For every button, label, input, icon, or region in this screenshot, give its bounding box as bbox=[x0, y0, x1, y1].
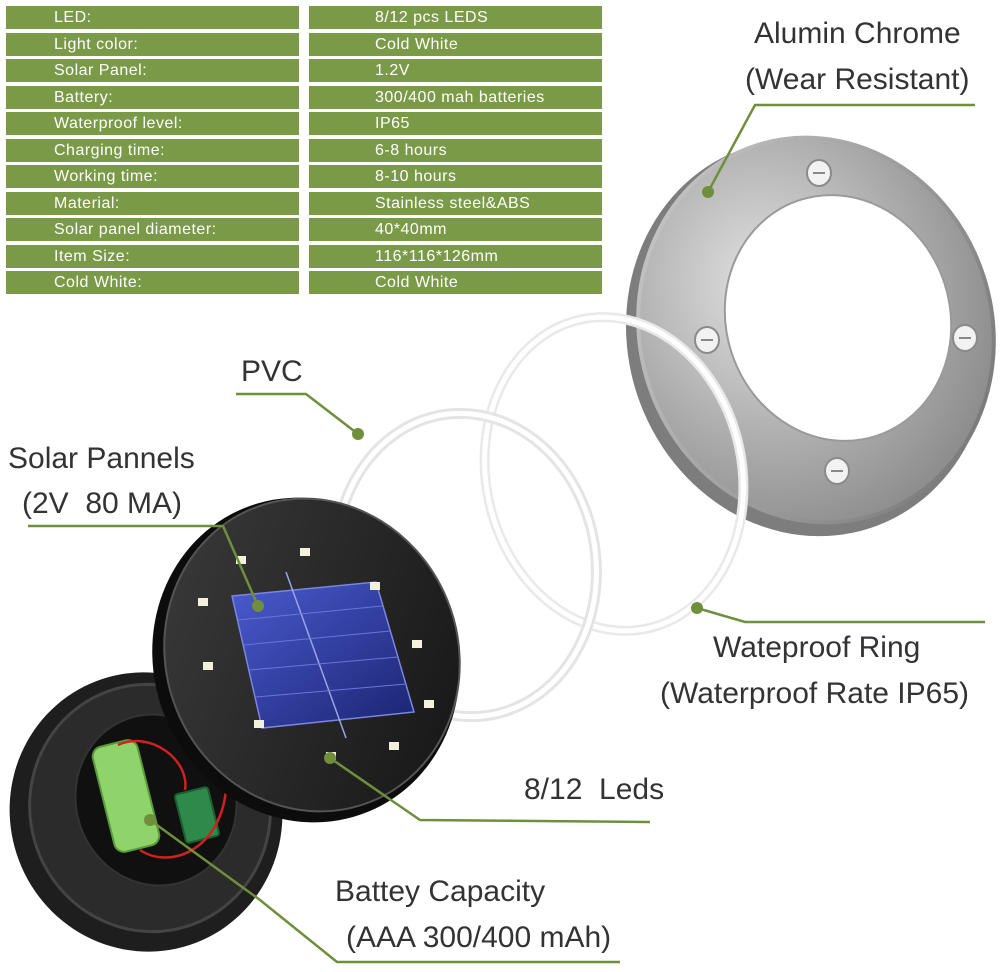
battery-capacity-label: Battey Capacity bbox=[335, 875, 546, 908]
spec-value: 116*116*126mm bbox=[309, 244, 602, 268]
spec-row-material: Material: Stainless steel&ABS bbox=[6, 191, 602, 215]
led-icon bbox=[370, 582, 380, 590]
spec-row-working: Working time: 8-10 hours bbox=[6, 165, 602, 188]
led-icon bbox=[236, 556, 246, 564]
spec-value: IP65 bbox=[309, 112, 602, 135]
spec-row-battery: Battery: 300/400 mah batteries bbox=[6, 85, 602, 109]
spec-key: Solar panel diameter: bbox=[6, 218, 299, 241]
solar-spec-label: (2V 80 MA) bbox=[22, 487, 183, 520]
battery-spec-label: (AAA 300/400 mAh) bbox=[346, 921, 612, 954]
solar-pannels-label: Solar Pannels bbox=[8, 442, 195, 475]
circuit-board-icon bbox=[174, 786, 220, 844]
leds-label: 8/12 Leds bbox=[524, 773, 665, 806]
spec-row-cold-white: Cold White: Cold White bbox=[6, 271, 602, 294]
spec-key: Item Size: bbox=[6, 244, 299, 268]
spec-key: Cold White: bbox=[6, 271, 299, 294]
spec-value: Stainless steel&ABS bbox=[309, 191, 602, 215]
spec-row-led: LED: 8/12 pcs LEDS bbox=[6, 6, 602, 29]
waterproof-ring-highlight bbox=[482, 314, 746, 634]
spec-value: 300/400 mah batteries bbox=[309, 85, 602, 109]
spec-key: Working time: bbox=[6, 165, 299, 188]
spec-row-solar-panel: Solar Panel: 1.2V bbox=[6, 59, 602, 82]
led-icon bbox=[424, 700, 434, 708]
alumin-chrome-label: Alumin Chrome bbox=[754, 17, 961, 50]
leader-dots bbox=[144, 186, 714, 826]
spec-row-item-size: Item Size: 116*116*126mm bbox=[6, 244, 602, 268]
waterproof-rate-label: (Waterproof Rate IP65) bbox=[660, 677, 970, 710]
spec-key: Battery: bbox=[6, 85, 299, 109]
spec-key: Light color: bbox=[6, 32, 299, 56]
wear-resistant-label: (Wear Resistant) bbox=[745, 63, 970, 96]
spec-key: LED: bbox=[6, 6, 299, 29]
spec-key: Solar Panel: bbox=[6, 59, 299, 82]
spec-value: 8/12 pcs LEDS bbox=[309, 6, 602, 29]
screw-icon bbox=[952, 324, 978, 352]
chrome-ring bbox=[625, 135, 996, 537]
spec-row-panel-diameter: Solar panel diameter: 40*40mm bbox=[6, 218, 602, 241]
screw-icon bbox=[824, 457, 850, 485]
waterproof-ring-label: Wateproof Ring bbox=[713, 631, 921, 664]
spec-value: 40*40mm bbox=[309, 218, 602, 241]
spec-value: 1.2V bbox=[309, 59, 602, 82]
led-icon bbox=[389, 742, 399, 750]
spec-row-waterproof: Waterproof level: IP65 bbox=[6, 112, 602, 135]
led-icon bbox=[300, 548, 310, 556]
screw-icon bbox=[694, 326, 720, 354]
spec-key: Charging time: bbox=[6, 138, 299, 162]
spec-value: 6-8 hours bbox=[309, 138, 602, 162]
led-icon bbox=[203, 662, 213, 670]
leader-lines bbox=[28, 103, 985, 964]
solar-panel-disc bbox=[152, 497, 461, 823]
spec-row-charging: Charging time: 6-8 hours bbox=[6, 138, 602, 162]
battery-icon bbox=[91, 739, 161, 853]
spec-value: Cold White bbox=[309, 32, 602, 56]
spec-value: Cold White bbox=[309, 271, 602, 294]
led-icon bbox=[254, 720, 264, 728]
pvc-label: PVC bbox=[241, 355, 303, 388]
spec-key: Waterproof level: bbox=[6, 112, 299, 135]
led-icon bbox=[198, 598, 208, 606]
spec-value: 8-10 hours bbox=[309, 165, 602, 188]
spec-key: Material: bbox=[6, 191, 299, 215]
solar-cell-icon bbox=[231, 581, 415, 729]
spec-row-light-color: Light color: Cold White bbox=[6, 32, 602, 56]
screw-icon bbox=[806, 159, 832, 187]
led-icon bbox=[412, 640, 422, 648]
